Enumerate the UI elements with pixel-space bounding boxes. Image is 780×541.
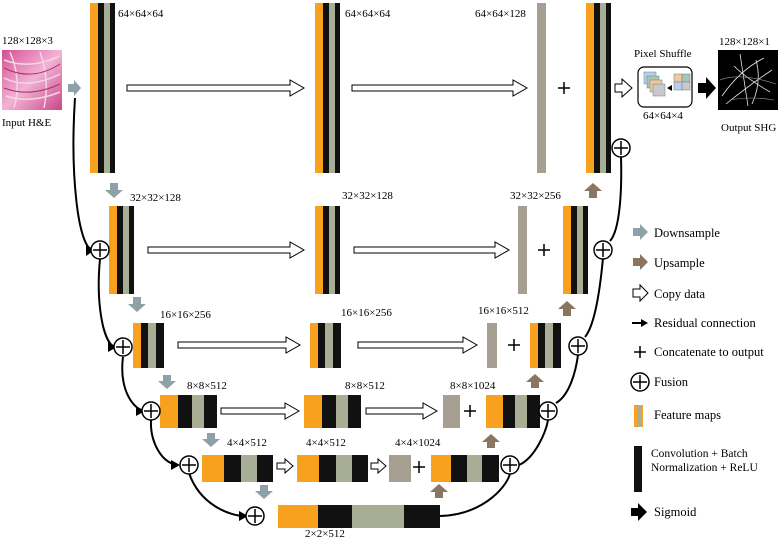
encoder-dims-1: 64×64×64 (118, 8, 164, 20)
encoder-dims-3: 16×16×256 (160, 309, 211, 321)
decoder-block-level2 (563, 206, 588, 294)
downsample-arrows (105, 183, 273, 499)
encoder-dims-4: 8×8×512 (187, 380, 227, 392)
copy-dims-2: 32×32×128 (342, 190, 393, 202)
concat-block-level4 (443, 395, 460, 428)
legend-downsample-label: Downsample (654, 226, 720, 240)
pixel-shuffle-box (637, 66, 693, 108)
decoder-block-level5 (431, 455, 499, 482)
encoder-block-level2 (109, 206, 134, 294)
pixel-shuffle-dims: 64×64×4 (643, 110, 683, 122)
output-dims-label: 128×128×1 (719, 36, 770, 48)
concatenate-plus-signs (413, 82, 570, 473)
input-arrow-icon (68, 80, 81, 96)
concat-block-level2 (518, 206, 527, 294)
decoder-block-level1 (586, 3, 611, 173)
copy-dims-5: 4×4×512 (306, 437, 346, 449)
concat-block-level5 (389, 455, 411, 482)
input-dims-label: 128×128×3 (2, 35, 53, 47)
decoder-block-level3 (530, 323, 561, 368)
concat-block-level1 (537, 3, 546, 173)
legend-residual-icon (632, 319, 648, 327)
legend-sigmoid-icon (631, 503, 647, 521)
encoder-dims-2: 32×32×128 (130, 192, 181, 204)
encoder-block-level1 (90, 3, 115, 173)
legend-concat-label: Concatenate to output (654, 345, 764, 359)
legend-feature-maps-label: Feature maps (654, 408, 721, 422)
decoder-block-level4 (486, 395, 540, 428)
pixel-shuffle-label: Pixel Shuffle (634, 48, 692, 60)
fusion-plus-signs (93, 141, 628, 523)
upsample-arrows (430, 183, 602, 498)
legend-fusion-icon (630, 372, 650, 392)
copy-block-level2 (315, 206, 340, 294)
legend-conv-icon (634, 446, 642, 492)
bottleneck-dims: 2×2×512 (305, 528, 345, 540)
copy-block-level3 (310, 323, 341, 368)
copy-arrows (126, 77, 633, 475)
legend-feature-maps-icon (634, 405, 643, 427)
legend-conv-label: Convolution + Batch Normalization + ReLU (651, 448, 758, 474)
legend-copy-icon (632, 283, 649, 303)
encoder-dims-5: 4×4×512 (227, 437, 267, 449)
copy-dims-4: 8×8×512 (345, 380, 385, 392)
copy-block-level1 (315, 3, 340, 173)
bottleneck-block (278, 505, 440, 528)
output-label: Output SHG (721, 122, 777, 134)
encoder-block-level3 (133, 323, 164, 368)
concat-dims-2: 32×32×256 (510, 190, 561, 202)
legend-upsample-icon (633, 254, 648, 270)
concat-block-level3 (487, 323, 497, 368)
legend-upsample-label: Upsample (654, 256, 705, 270)
legend-fusion-label: Fusion (654, 375, 689, 389)
copy-block-level5 (297, 455, 368, 482)
concat-dims-3: 16×16×512 (478, 305, 529, 317)
input-label: Input H&E (2, 117, 52, 129)
copy-block-level4 (304, 395, 361, 428)
copy-dims-3: 16×16×256 (341, 307, 392, 319)
legend-copy-label: Copy data (654, 287, 706, 301)
encoder-block-level4 (160, 395, 217, 428)
output-shg-image (718, 50, 778, 110)
legend-concat-icon (634, 346, 646, 358)
input-he-image (2, 50, 62, 110)
sigmoid-arrow-icon (698, 77, 716, 99)
encoder-block-level5 (202, 455, 273, 482)
copy-dims-1: 64×64×64 (345, 8, 391, 20)
legend-downsample-icon (633, 224, 648, 240)
concat-dims-4: 8×8×1024 (450, 380, 496, 392)
concat-dims-1: 64×64×128 (475, 8, 526, 20)
legend-residual-label: Residual connection (654, 316, 756, 330)
legend-sigmoid-label: Sigmoid (654, 505, 697, 519)
concat-dims-5: 4×4×1024 (395, 437, 441, 449)
